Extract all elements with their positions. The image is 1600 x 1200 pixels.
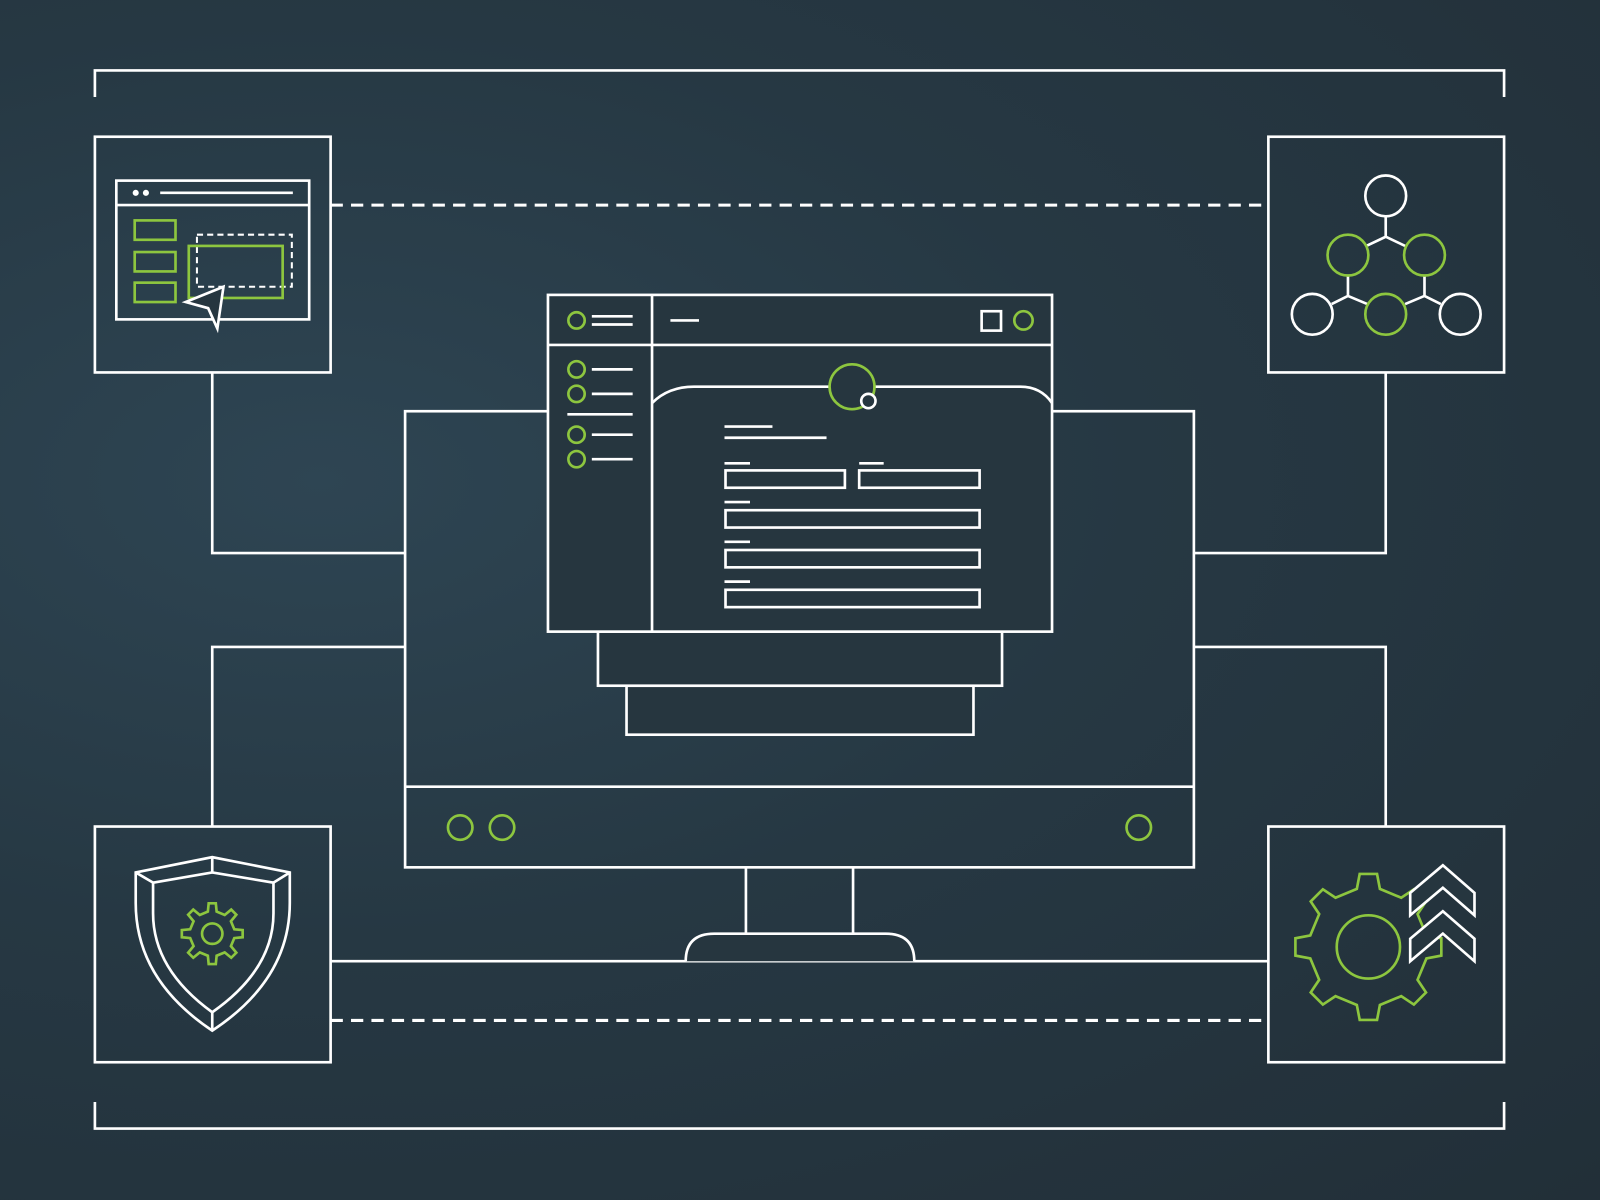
cursor-icon xyxy=(181,284,226,334)
gear-icon xyxy=(1294,872,1443,1022)
gear-chevrons-icon xyxy=(1267,825,1506,1064)
monitor-icon xyxy=(403,409,1196,962)
gear-icon xyxy=(180,901,244,966)
chevron-up-icon xyxy=(1408,863,1476,919)
frame-brackets xyxy=(93,69,1506,1130)
shield-gear-icon xyxy=(93,825,332,1064)
chevron-up-icon xyxy=(1408,909,1476,965)
browser-window-icon xyxy=(93,135,332,374)
dashed-connectors xyxy=(330,203,1269,1022)
app-window-icon xyxy=(546,293,1054,737)
network-nodes-icon xyxy=(1267,135,1506,374)
